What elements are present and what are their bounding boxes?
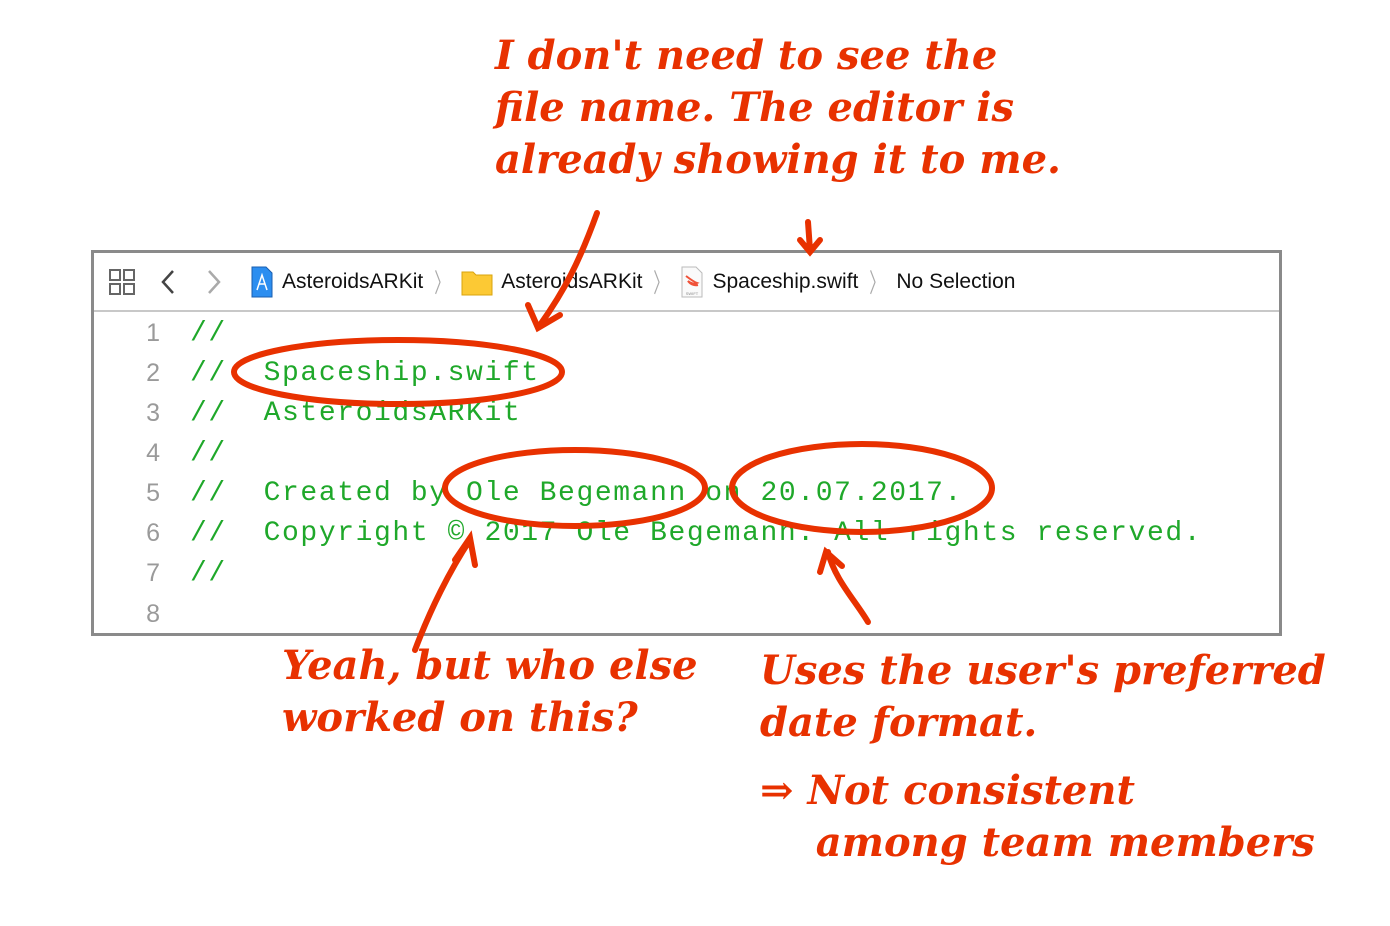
code-editor: AsteroidsARKit 〉 AsteroidsARKit 〉 SWIFT …: [91, 250, 1282, 636]
comment-text: //: [190, 437, 227, 469]
breadcrumb-group[interactable]: AsteroidsARKit: [461, 268, 642, 296]
comment-text: //: [190, 557, 227, 589]
annotation-bottom-right-2: ⇒ Not consistent among team members: [760, 767, 1315, 866]
code-line: 2 // Spaceship.swift: [94, 353, 540, 393]
line-number: 5: [146, 478, 160, 507]
comment-text: // Spaceship.swift: [190, 357, 540, 389]
related-items-grid-icon[interactable]: [107, 267, 137, 297]
code-line: 6 // Copyright © 2017 Ole Begemann. All r…: [94, 513, 1202, 553]
line-number: 4: [146, 438, 160, 467]
breadcrumb-label: No Selection: [896, 269, 1016, 293]
swift-file-icon: SWIFT: [681, 266, 703, 297]
xcode-project-icon: [251, 266, 273, 297]
breadcrumb-separator-icon: 〉: [653, 268, 670, 298]
breadcrumb-separator-icon: 〉: [869, 268, 886, 298]
breadcrumb-file[interactable]: SWIFT Spaceship.swift: [680, 266, 858, 298]
comment-text: // Created by Ole Begemann on 20.07.2017…: [190, 477, 963, 509]
code-line: 4 //: [94, 433, 227, 473]
line-number: 1: [146, 318, 160, 347]
breadcrumb-label: AsteroidsARKit: [501, 269, 643, 293]
comment-text: // AsteroidsARKit: [190, 397, 522, 429]
line-number: 6: [146, 518, 160, 547]
code-line: 7 //: [94, 553, 227, 593]
code-line: 8: [94, 594, 190, 634]
annotation-bottom-right: Uses the user's preferred date format.: [760, 647, 1326, 746]
comment-text: //: [190, 317, 227, 349]
line-number: 7: [146, 558, 160, 587]
code-line: 1 //: [94, 313, 227, 353]
back-chevron-icon[interactable]: [158, 267, 178, 297]
breadcrumb-project[interactable]: AsteroidsARKit: [250, 266, 423, 298]
code-line: 3 // AsteroidsARKit: [94, 393, 521, 433]
jump-bar: AsteroidsARKit 〉 AsteroidsARKit 〉 SWIFT …: [94, 253, 1279, 312]
comment-text: // Copyright © 2017 Ole Begemann. All ri…: [190, 517, 1203, 549]
arrow-to-breadcrumb: [797, 219, 823, 257]
breadcrumb-label: Spaceship.swift: [712, 269, 859, 293]
line-number: 2: [146, 358, 160, 387]
swift-badge: SWIFT: [686, 291, 699, 296]
breadcrumb-selection[interactable]: No Selection: [896, 270, 1015, 294]
breadcrumb-label: AsteroidsARKit: [282, 269, 424, 293]
line-number: 3: [146, 398, 160, 427]
code-line: 5 // Created by Ole Begemann on 20.07.201…: [94, 473, 963, 513]
annotation-top: I don't need to see the file name. The e…: [495, 32, 1061, 183]
annotation-bottom-left: Yeah, but who else worked on this?: [282, 642, 698, 741]
folder-icon: [461, 271, 493, 295]
breadcrumb-separator-icon: 〉: [434, 268, 451, 298]
forward-chevron-icon[interactable]: [204, 267, 224, 297]
line-number: 8: [146, 599, 160, 628]
breadcrumb: AsteroidsARKit 〉 AsteroidsARKit 〉 SWIFT …: [250, 253, 1015, 310]
